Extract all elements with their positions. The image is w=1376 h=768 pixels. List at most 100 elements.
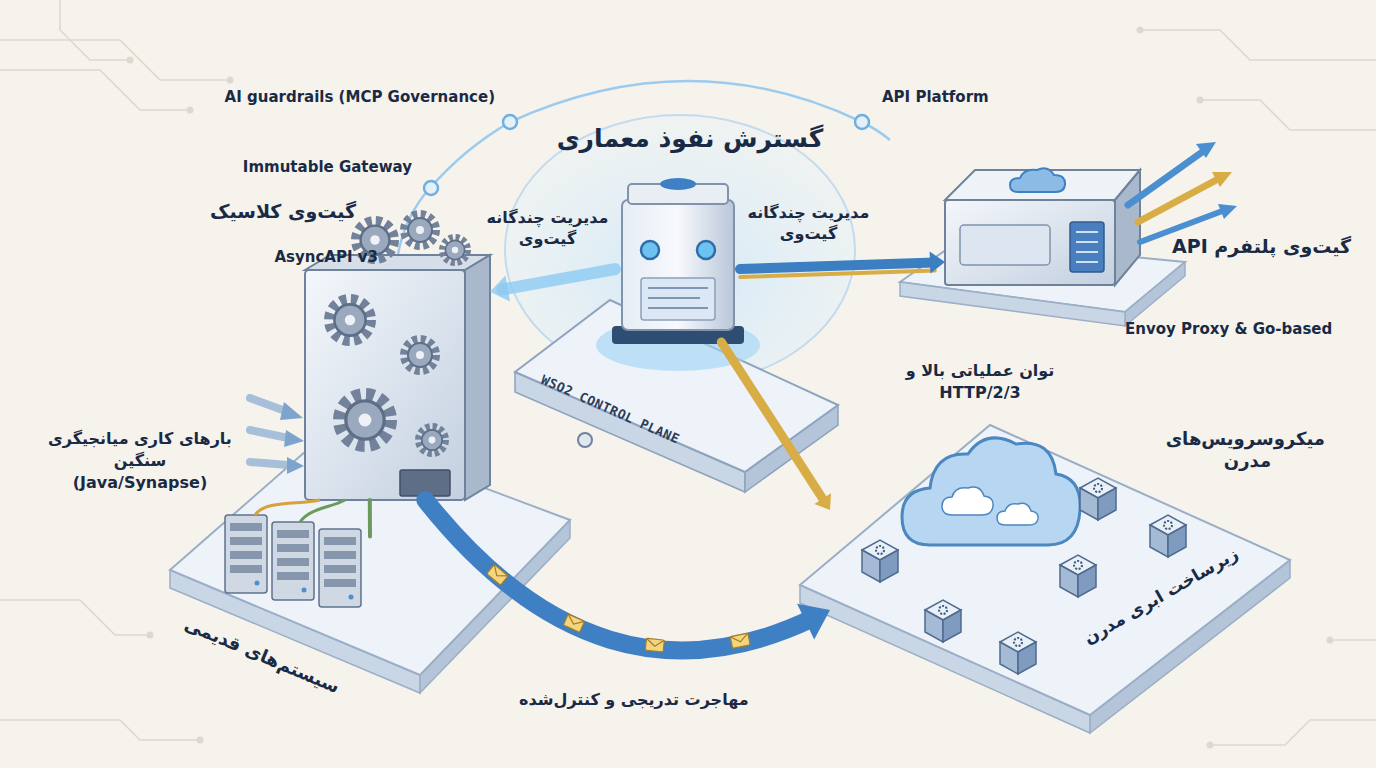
illustration-shape [1140,210,1225,242]
envelope-icon [487,564,509,585]
illustration-shape [339,394,390,445]
node-heading: گیت‌وی پلتفرم API [1172,235,1351,257]
envelope-icon [730,633,750,648]
illustration-shape [127,27,1334,749]
illustration-shape [1196,142,1216,158]
connector-line [502,269,615,289]
illustration-shape [356,221,394,259]
illustration-shape [862,540,898,582]
connector-line [740,262,935,269]
illustration-shape [1080,478,1116,520]
illustration-shape [319,529,361,607]
illustration-shape [305,270,465,500]
illustration-shape [0,720,200,740]
envelope-flap [730,633,749,643]
envelope-icon [563,614,584,632]
connector [425,500,830,652]
control-plane-tower: WSO2 CONTROL PLANE [615,180,740,342]
illustration-shape [1210,720,1376,745]
illustration-shape [404,214,436,246]
legacy-servers: سیستم‌های قدیمی [220,505,370,610]
illustration-shape [1070,222,1104,272]
illustration-shape [418,426,445,453]
classic-gateway-box: گیت‌وی کلاسیک [305,255,490,500]
envelope-icon [645,638,664,652]
illustration-shape [424,181,438,195]
illustration-shape [227,77,234,84]
edge-label: مهاجرت تدریجی و کنترل‌شده [513,687,755,712]
envelope-flap [565,614,584,628]
illustration-shape [250,430,288,438]
connector-line [425,500,813,650]
feature-label: بارهای کاری میانجیگری سنگین (Java/Synaps… [45,428,235,494]
illustration-shape [660,178,696,190]
illustration-shape [284,430,304,447]
feature-label: API Platform [882,88,989,106]
illustration-shape [945,200,1115,285]
connector [369,500,370,537]
platform-label: سیستم‌های قدیمی [182,613,343,697]
illustration-shape [272,522,314,600]
node-heading: میکروسرویس‌های مدرن [1170,428,1325,472]
connector [490,269,615,301]
illustration-shape [1212,172,1232,187]
illustration-shape [1150,515,1186,557]
platform-label: WSO2 CONTROL PLANE [539,372,682,447]
illustration-shape [855,115,869,129]
illustration-shape [902,438,1080,545]
illustration-shape [300,500,345,522]
connector-line [368,500,372,537]
illustration-shape [250,462,288,465]
connector [721,342,831,510]
illustration-shape [147,632,154,639]
illustration-shape [127,57,134,64]
feature-label: AsyncAPI v3 [274,248,378,266]
diagram-title: گسترش نفوذ معماری [440,124,940,153]
connector-line [721,342,825,502]
illustration-shape [225,515,267,593]
illustration-shape [60,0,130,60]
illustration-shape [1327,637,1334,644]
illustration-shape [1010,168,1065,192]
illustration-shape [1207,742,1214,749]
connector [740,252,945,278]
illustration-shape [503,115,517,129]
envelope-body [730,633,750,648]
illustration-shape [648,288,708,308]
illustration-shape [1128,150,1225,242]
envelope-flap [646,638,665,647]
illustration-shape [1330,639,1376,641]
illustration-shape [697,241,715,259]
feature-label: Immutable Gateway [243,158,412,176]
platform-label: زیرساخت ابری مدرن [1080,543,1242,648]
illustration-shape [1140,30,1376,60]
illustration-shape [1128,150,1205,205]
envelope-body [563,614,584,632]
illustration-shape [1115,170,1140,285]
illustration-shape [900,282,1125,326]
illustration-shape [1000,632,1036,674]
illustration-shape [997,503,1038,525]
illustration-shape [1218,204,1237,219]
connector-line [740,270,935,277]
illustration-shape [641,241,659,259]
illustration-shape [0,70,190,110]
illustration-shape [1196,142,1237,219]
illustration-shape [280,402,304,474]
illustration-shape [280,402,303,420]
illustration-shape [925,600,961,642]
illustration-shape [1200,100,1376,130]
api-gateway-box: گیت‌وی پلتفرم APIEnvoy Proxy & Go-based [945,170,1140,285]
illustration-shape [641,278,715,320]
illustration-shape [800,425,1290,715]
illustration-shape [1060,555,1096,597]
illustration-shape [1197,97,1204,104]
edge-label: مدیریت چندگانه گیت‌وی [739,202,879,244]
illustration-shape [250,398,288,465]
illustration-shape [442,237,468,263]
node-heading: گیت‌وی کلاسیک [210,200,356,222]
illustration-shape [187,107,194,114]
illustration-shape [0,600,150,635]
illustration-shape [1076,232,1098,262]
